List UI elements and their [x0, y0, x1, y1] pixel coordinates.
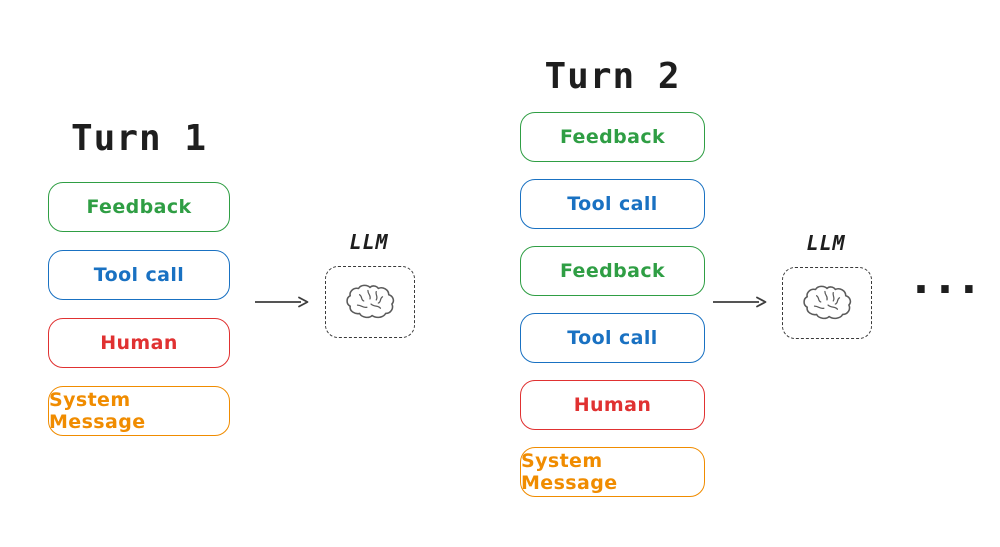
brain-icon [346, 284, 395, 319]
brain-icon [803, 285, 852, 320]
message-label: Human [573, 394, 652, 416]
message-box-tool-call: Tool call [48, 250, 230, 300]
message-box-feedback: Feedback [520, 246, 705, 296]
message-box-human: Human [520, 380, 705, 430]
message-label: Tool call [93, 264, 185, 286]
message-label: Feedback [559, 126, 666, 148]
message-label: Tool call [567, 193, 658, 215]
llm-1-label: LLM [349, 230, 389, 254]
message-label: Tool call [567, 327, 658, 349]
llm-2-box [782, 267, 872, 339]
message-box-feedback: Feedback [48, 182, 230, 232]
turn-1-stack: Feedback Tool call Human System Message [48, 182, 230, 436]
continuation-ellipsis: ... [913, 254, 985, 303]
message-box-human: Human [48, 318, 230, 368]
message-label: Feedback [559, 260, 666, 282]
message-box-system-message: System Message [48, 386, 230, 436]
flow-arrow-icon [255, 296, 309, 308]
turn-2-stack: Feedback Tool call Feedback Tool call Hu… [520, 112, 705, 497]
message-box-system-message: System Message [520, 447, 705, 497]
message-label: Human [100, 332, 178, 354]
message-box-tool-call: Tool call [520, 313, 705, 363]
flow-arrow-icon [713, 296, 767, 308]
message-box-feedback: Feedback [520, 112, 705, 162]
message-label: System Message [49, 389, 146, 433]
turn-2-title: Turn 2 [544, 56, 681, 97]
turn-1-title: Turn 1 [70, 118, 208, 159]
message-label: Feedback [86, 196, 192, 218]
llm-2-label: LLM [806, 231, 846, 255]
message-box-tool-call: Tool call [520, 179, 705, 229]
llm-1-box [325, 266, 415, 338]
message-label: System Message [521, 450, 618, 494]
